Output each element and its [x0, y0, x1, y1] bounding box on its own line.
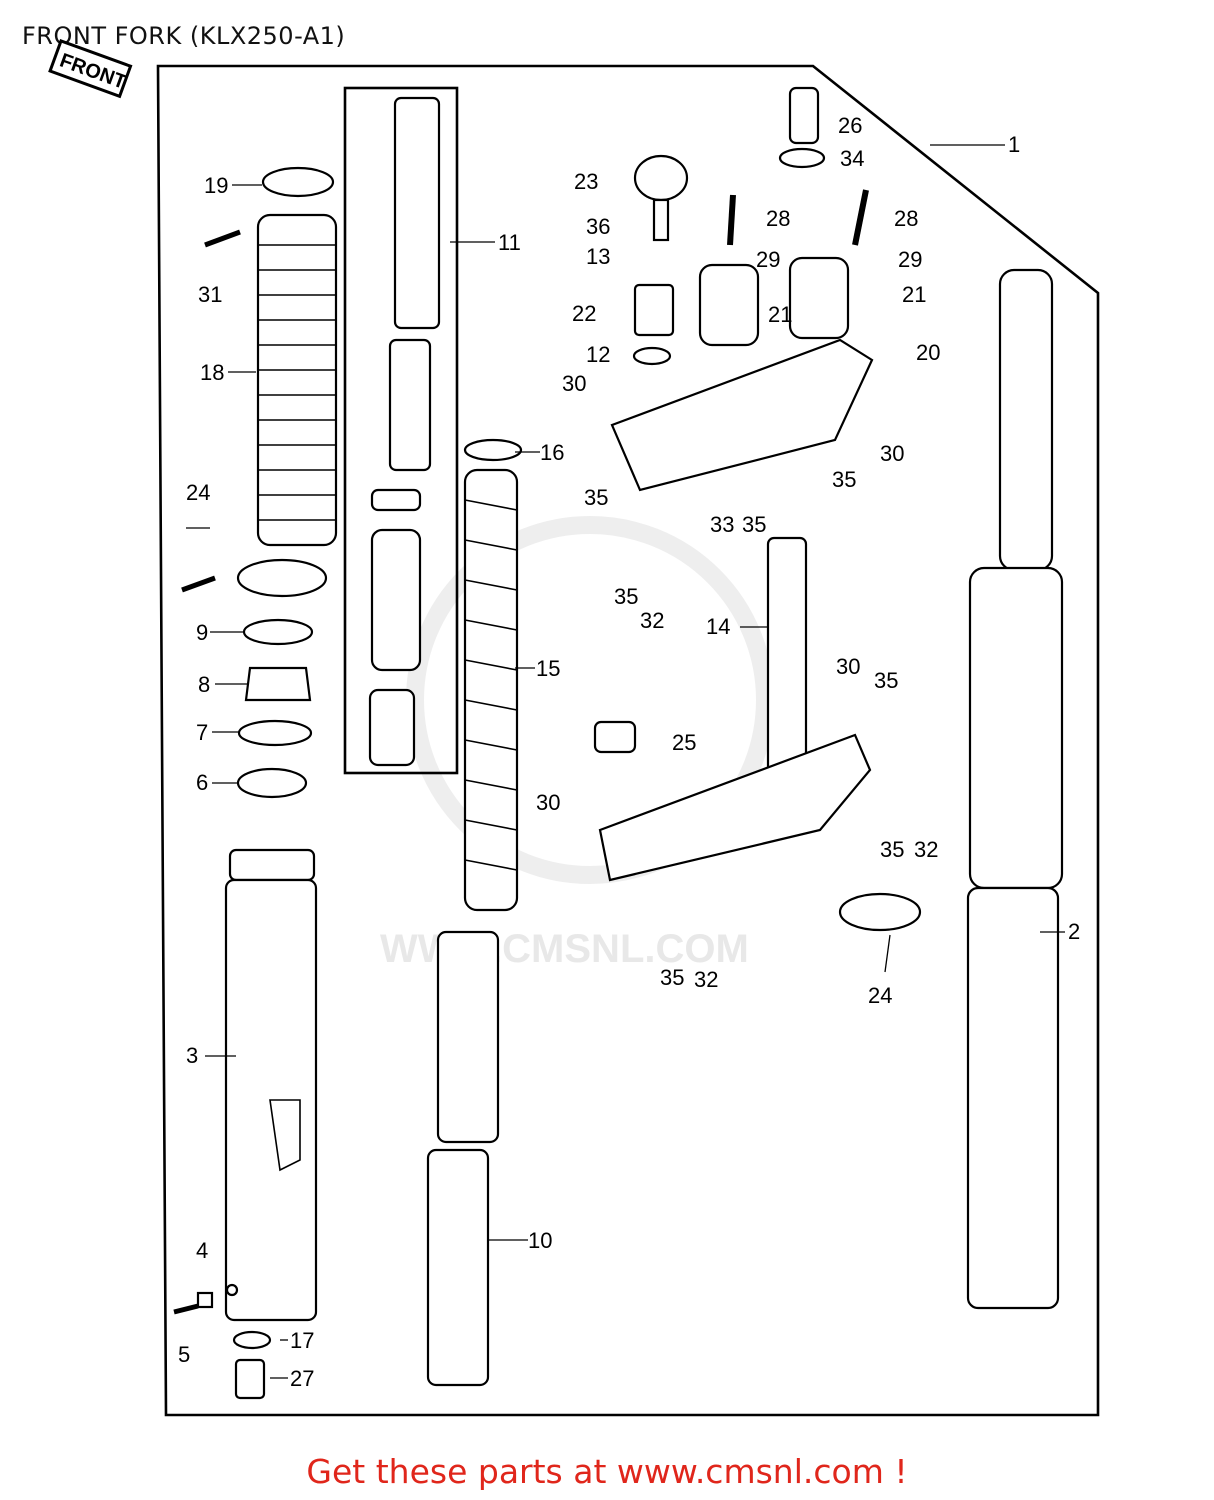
- leader-lines: [186, 144, 1065, 1379]
- callout-35c: 35: [832, 467, 856, 492]
- bolt-28-left: [727, 194, 736, 246]
- washer-34: [778, 147, 826, 169]
- callout-19: 19: [204, 173, 228, 198]
- callout-16: 16: [540, 440, 564, 465]
- callout-34: 34: [840, 146, 864, 171]
- callout-18: 18: [200, 360, 224, 385]
- callout-21a: 21: [768, 302, 792, 327]
- clamp-19: [261, 166, 335, 198]
- clamp-24-left: [236, 558, 328, 598]
- callout-8: 8: [198, 672, 210, 697]
- callout-36: 36: [586, 214, 610, 239]
- callout-12: 12: [586, 342, 610, 367]
- seal-6: [236, 767, 308, 799]
- steering-stem-14: [598, 536, 872, 882]
- callout-5: 5: [178, 1342, 190, 1367]
- callout-35a: 35: [584, 485, 608, 510]
- cylinder-11: [368, 96, 441, 767]
- callout-30c: 30: [836, 654, 860, 679]
- fork-boot-18: [256, 213, 338, 547]
- gasket-17: [232, 1330, 272, 1350]
- callout-21b: 21: [902, 282, 926, 307]
- callout-32b: 32: [914, 837, 938, 862]
- callout-20: 20: [916, 340, 940, 365]
- circlip-7: [237, 719, 313, 747]
- callout-6: 6: [196, 770, 208, 795]
- callout-25: 25: [672, 730, 696, 755]
- bolt-28-right: [852, 189, 869, 246]
- oil-seal-8: [244, 666, 312, 702]
- washer-4: [196, 1291, 214, 1309]
- front-arrow-icon: FRONT: [48, 38, 133, 99]
- valve-36: [652, 198, 670, 242]
- callout-30b: 30: [880, 441, 904, 466]
- callout-7: 7: [196, 720, 208, 745]
- callout-32a: 32: [640, 608, 664, 633]
- callout-labels: 1 2 3 4 5 6 7 8 9 10 11 12 13 14 15 16 1…: [178, 113, 1080, 1391]
- callout-10: 10: [528, 1228, 552, 1253]
- callout-35b: 35: [742, 512, 766, 537]
- outer-tube-3: [224, 848, 318, 1322]
- callout-1: 1: [1008, 132, 1020, 157]
- callout-35d: 35: [614, 584, 638, 609]
- callout-24b: 24: [868, 983, 892, 1008]
- seal-9: [242, 618, 314, 646]
- upper-clamp-20: [610, 256, 874, 492]
- callout-17: 17: [290, 1328, 314, 1353]
- callout-33: 33: [710, 512, 734, 537]
- screw-31: [204, 229, 241, 248]
- watermark-logo: WWW.CMSNL.COM: [380, 516, 774, 971]
- cap-23: [633, 154, 689, 202]
- cap-bolt-22: [633, 283, 675, 337]
- callout-35g: 35: [660, 965, 684, 990]
- spring-15: [463, 468, 519, 912]
- callout-29a: 29: [756, 247, 780, 272]
- callout-4: 4: [196, 1238, 208, 1263]
- callout-31: 31: [198, 282, 222, 307]
- callout-9: 9: [196, 620, 208, 645]
- callout-28b: 28: [894, 206, 918, 231]
- spring-seat-16: [463, 438, 523, 462]
- callout-30d: 30: [536, 790, 560, 815]
- callout-3: 3: [186, 1043, 198, 1068]
- callout-28a: 28: [766, 206, 790, 231]
- diagram-frame: [156, 64, 1100, 1417]
- callout-15: 15: [536, 656, 560, 681]
- bracket-25: [593, 720, 637, 754]
- clamp-24-right: [838, 892, 922, 932]
- callout-26: 26: [838, 113, 862, 138]
- bolt-26: [788, 86, 820, 145]
- callout-27: 27: [290, 1366, 314, 1391]
- callout-22: 22: [572, 301, 596, 326]
- inner-tube-10: [426, 930, 500, 1387]
- screw-24-left: [181, 575, 216, 593]
- callout-35f: 35: [880, 837, 904, 862]
- inner-kit-box-11: [343, 86, 459, 775]
- callout-13: 13: [586, 244, 610, 269]
- callout-30a: 30: [562, 371, 586, 396]
- bolt-27: [234, 1358, 266, 1400]
- o-ring-12: [632, 346, 672, 366]
- callout-32c: 32: [694, 967, 718, 992]
- screw-5: [173, 1303, 199, 1315]
- right-fork-2: [966, 268, 1064, 1310]
- callout-2: 2: [1068, 919, 1080, 944]
- watermark-text: WWW.CMSNL.COM: [380, 927, 749, 971]
- footer-link[interactable]: Get these parts at www.cmsnl.com !: [306, 1452, 908, 1491]
- callout-35e: 35: [874, 668, 898, 693]
- callout-29b: 29: [898, 247, 922, 272]
- callout-23: 23: [574, 169, 598, 194]
- callout-24a: 24: [186, 480, 210, 505]
- callout-14: 14: [706, 614, 730, 639]
- callout-11: 11: [498, 230, 521, 255]
